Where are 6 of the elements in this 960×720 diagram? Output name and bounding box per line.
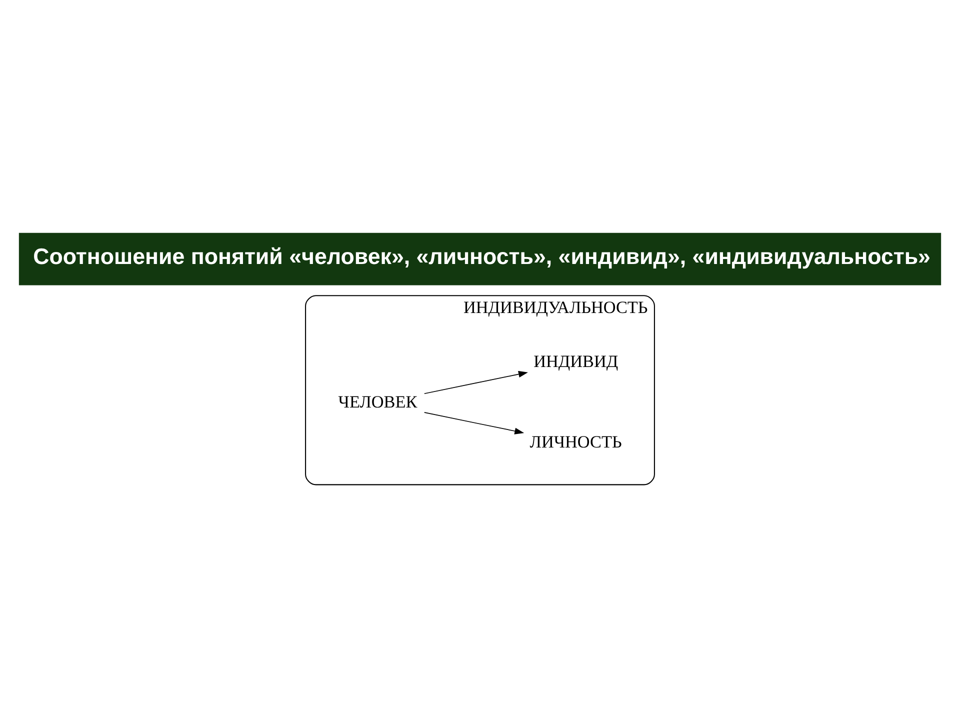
arrow: [424, 370, 528, 394]
node-text: ЛИЧНОСТЬ: [530, 432, 622, 452]
diagram-title: Соотношение понятий «человек», «личность», «индивид», «индивидуальность»: [33, 244, 930, 269]
arrow: [424, 412, 524, 434]
node-text: ЧЕЛОВЕК: [338, 392, 418, 411]
node-text: ИНДИВИД: [534, 351, 618, 370]
